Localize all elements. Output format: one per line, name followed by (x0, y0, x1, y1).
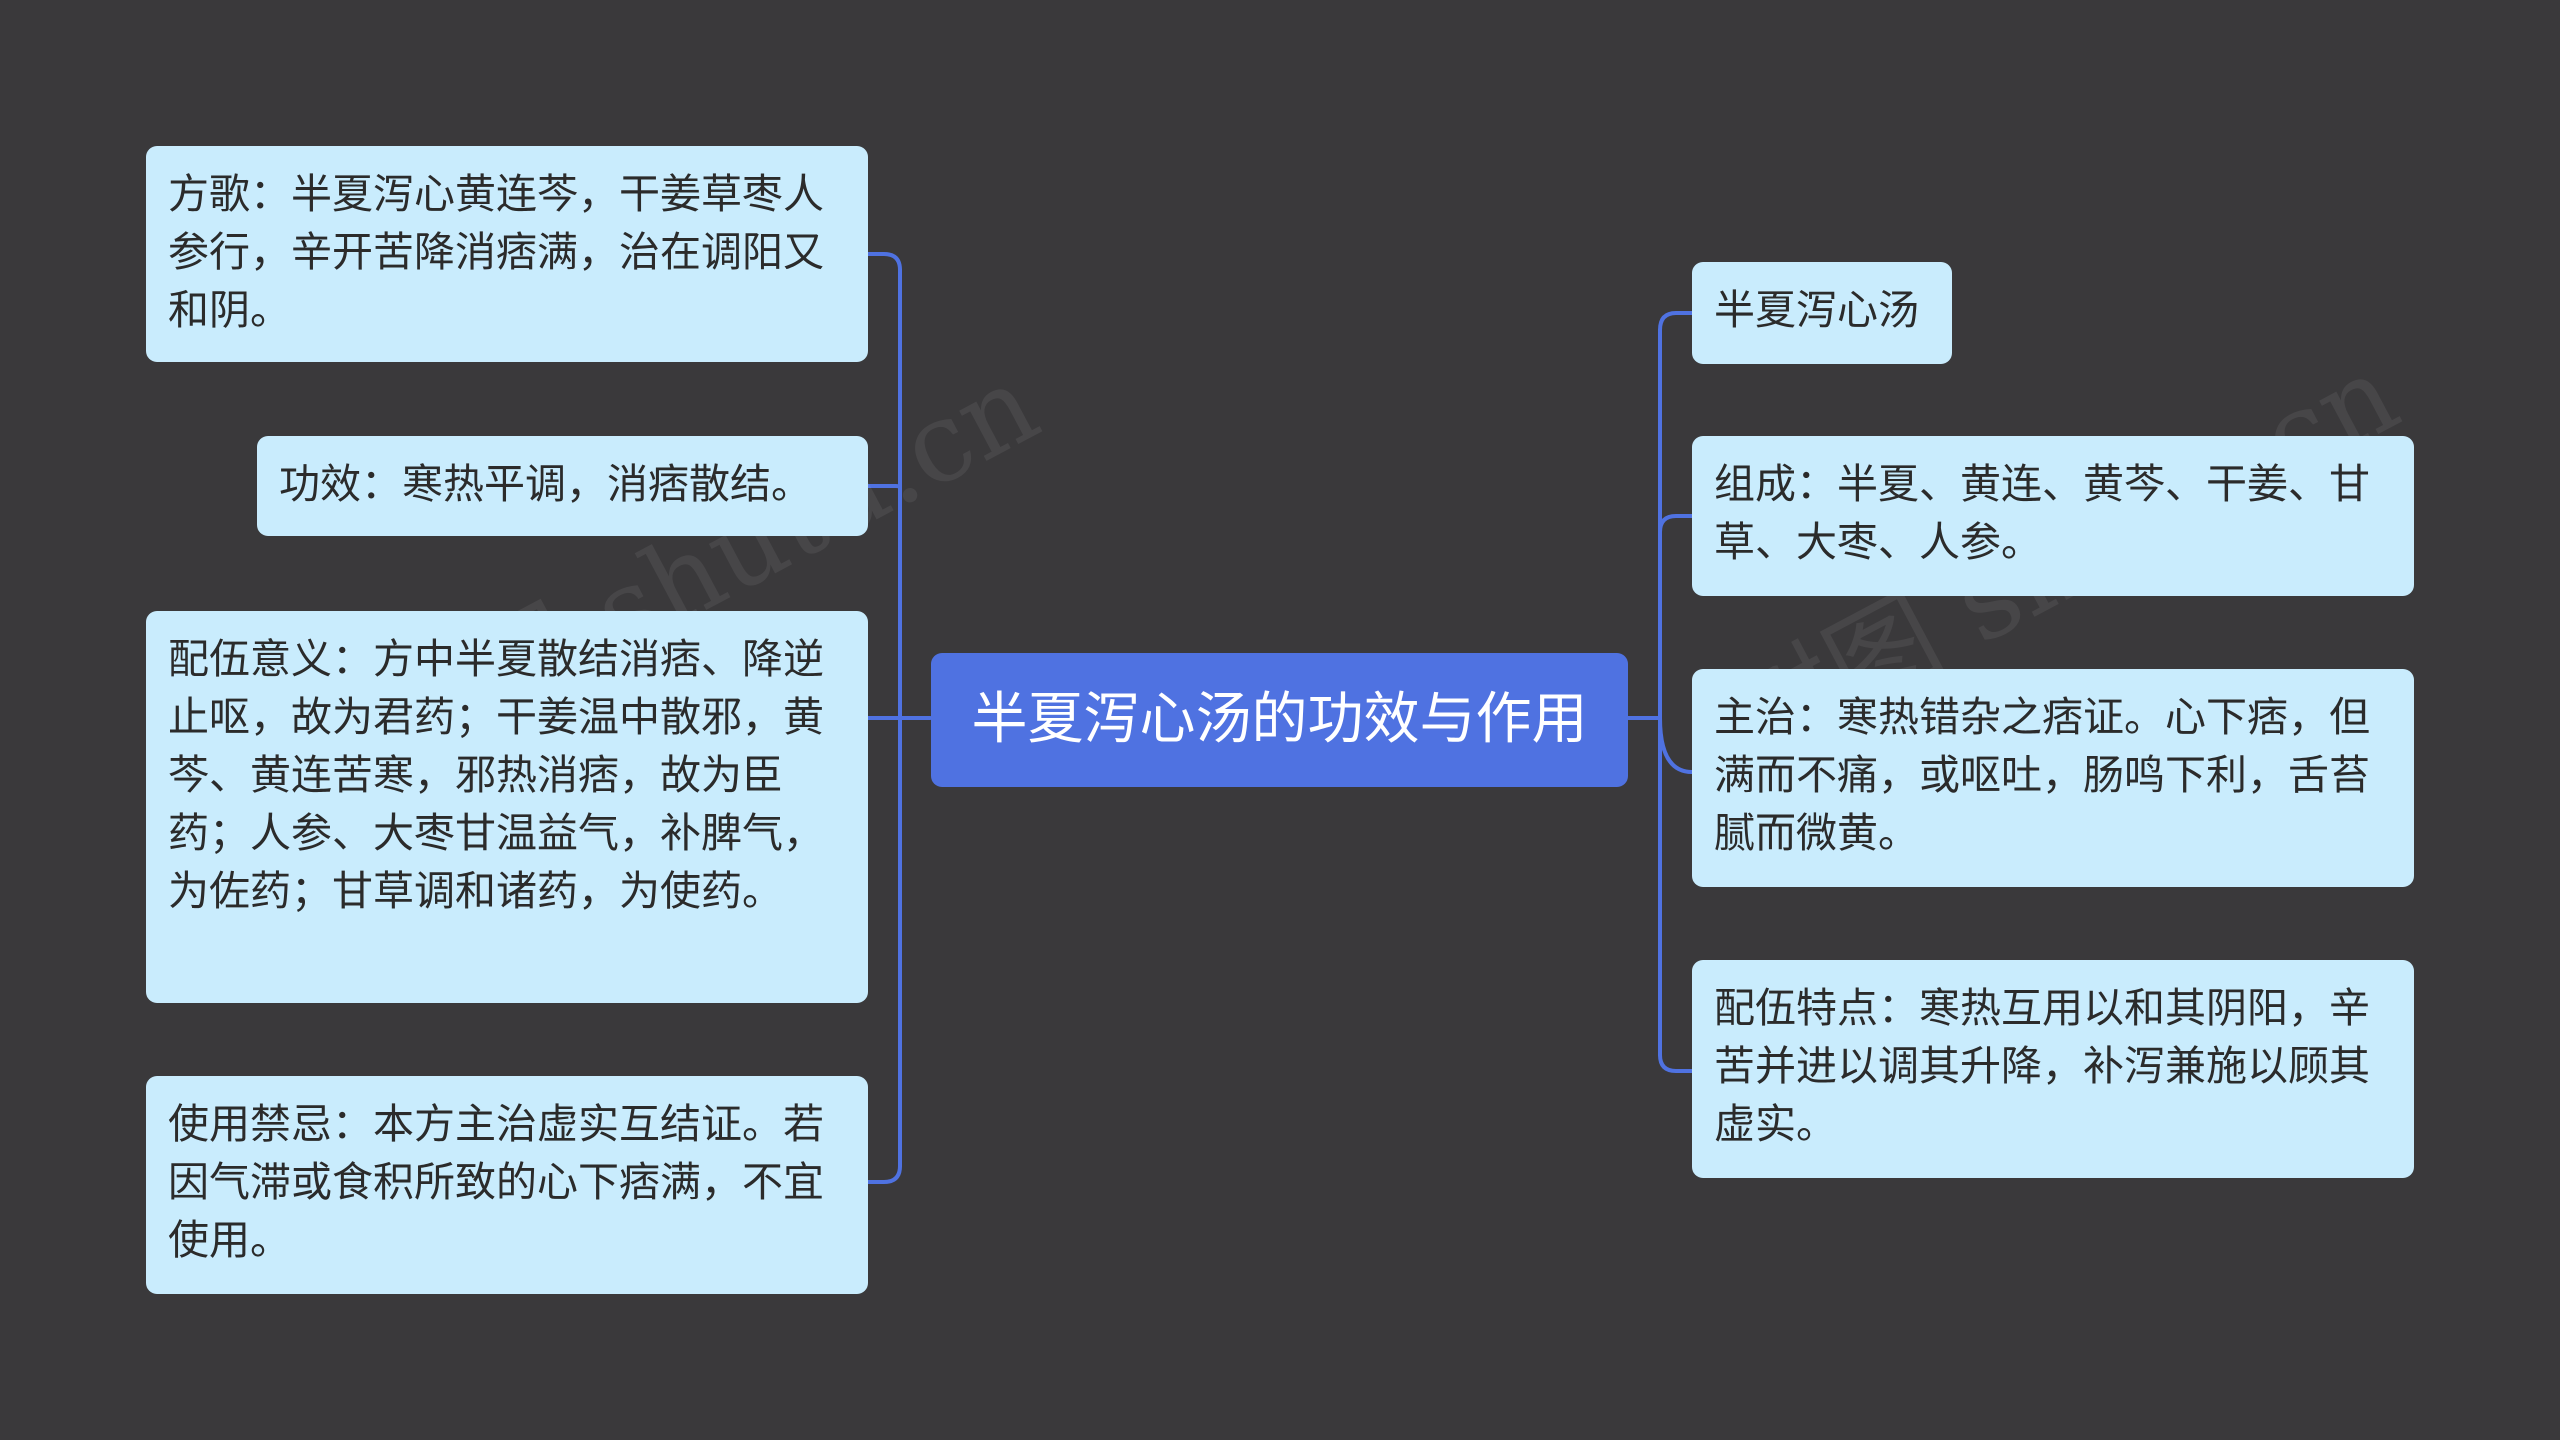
right-node-composition[interactable]: 组成：半夏、黄连、黄芩、干姜、甘草、大枣、人参。 (1692, 436, 2414, 596)
connector-left-1 (866, 252, 902, 272)
right-node-indications[interactable]: 主治：寒热错杂之痞证。心下痞，但满而不痛，或呕吐，肠鸣下利，舌苔腻而微黄。 (1692, 669, 2414, 887)
connector-left-2 (866, 484, 902, 490)
connector-left-4 (866, 1164, 902, 1184)
central-topic[interactable]: 半夏泻心汤的功效与作用 (931, 653, 1628, 787)
right-node-name[interactable]: 半夏泻心汤 (1692, 262, 1952, 364)
left-node-compatibility-meaning[interactable]: 配伍意义：方中半夏散结消痞、降逆止呕，故为君药；干姜温中散邪，黄芩、黄连苦寒，邪… (146, 611, 868, 1003)
right-node-compatibility-features[interactable]: 配伍特点：寒热互用以和其阴阳，辛苦并进以调其升降，补泻兼施以顾其虚实。 (1692, 960, 2414, 1178)
connector-right-3 (1658, 716, 1694, 774)
connector-right-4 (1658, 1053, 1694, 1073)
connector-right-2 (1658, 514, 1694, 534)
left-node-efficacy[interactable]: 功效：寒热平调，消痞散结。 (257, 436, 868, 536)
left-node-formula-song[interactable]: 方歌：半夏泻心黄连芩，干姜草枣人参行，辛开苦降消痞满，治在调阳又和阴。 (146, 146, 868, 362)
left-node-contraindications[interactable]: 使用禁忌：本方主治虚实互结证。若因气滞或食积所致的心下痞满，不宜使用。 (146, 1076, 868, 1294)
connector-right-1 (1658, 311, 1694, 332)
